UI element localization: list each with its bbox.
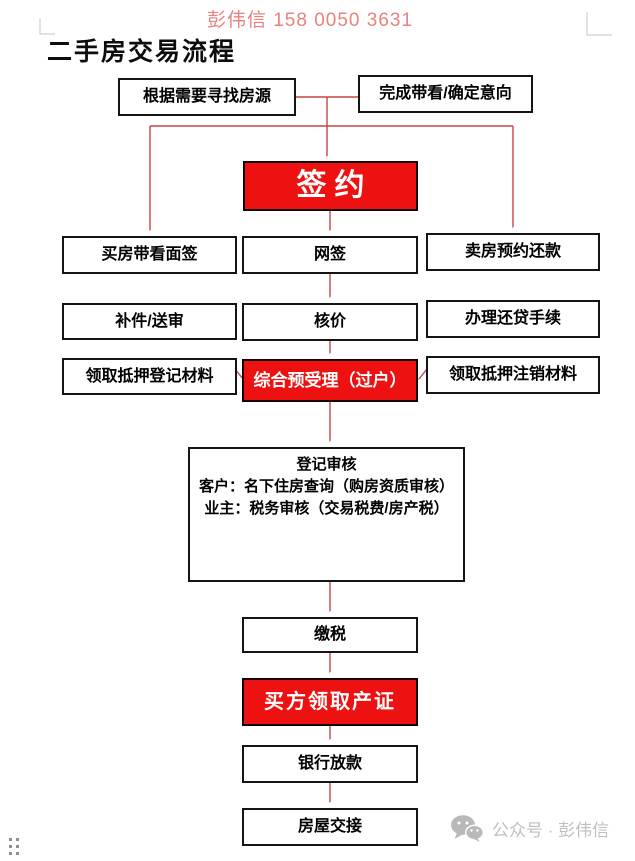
page-title: 二手房交易流程 — [47, 39, 237, 66]
header-watermark: 彭伟信 158 0050 3631 — [206, 10, 414, 31]
flow-node-pay-tax: 缴税 — [242, 617, 418, 653]
flow-node-loan-repay-procedure: 办理还贷手续 — [426, 300, 600, 338]
flow-node-confirm-intent: 完成带看/确定意向 — [358, 75, 533, 113]
flow-node-price-verification: 核价 — [242, 303, 418, 341]
crop-mark-top-right — [586, 12, 612, 36]
flow-node-house-handover: 房屋交接 — [242, 808, 418, 846]
wechat-icon — [451, 815, 484, 842]
flow-node-find-listing: 根据需要寻找房源 — [118, 78, 296, 116]
flow-node-online-sign: 网签 — [242, 236, 418, 274]
flow-node-seller-repay: 卖房预约还款 — [426, 233, 600, 271]
flow-node-bank-disbursement: 银行放款 — [242, 745, 418, 783]
flow-node-comprehensive-pre-acceptance: 综合预受理（过户） — [242, 359, 418, 402]
flow-node-buyer-interview: 买房带看面签 — [62, 236, 237, 274]
registration-review-owner-line: 业主：税务审核（交易税费/房产税） — [204, 500, 449, 517]
flow-node-supplement-review: 补件/送审 — [62, 303, 237, 340]
footer-watermark-label: 公众号 · 彭伟信 — [492, 821, 610, 840]
flow-node-registration-review: 登记审核 客户：名下住房查询（购房资质审核） 业主：税务审核（交易税费/房产税） — [188, 447, 465, 582]
connector-canceldocs-to-preacceptance — [419, 368, 428, 379]
registration-review-title: 登记审核 — [296, 456, 357, 473]
flow-node-mortgage-cancellation-docs: 领取抵押注销材料 — [426, 356, 600, 394]
flow-node-buyer-receive-certificate: 买方领取产证 — [242, 678, 418, 726]
crop-marks — [39, 12, 612, 36]
registration-review-client-line: 客户：名下住房查询（购房资质审核） — [198, 478, 454, 495]
connector-lines — [150, 96, 514, 802]
drag-handle-dots[interactable] — [9, 838, 19, 855]
flow-node-sign-contract: 签约 — [243, 161, 418, 211]
footer-watermark: 公众号 · 彭伟信 — [450, 814, 609, 843]
flow-node-mortgage-registration-docs: 领取抵押登记材料 — [62, 358, 237, 395]
crop-mark-top-left — [39, 18, 55, 35]
